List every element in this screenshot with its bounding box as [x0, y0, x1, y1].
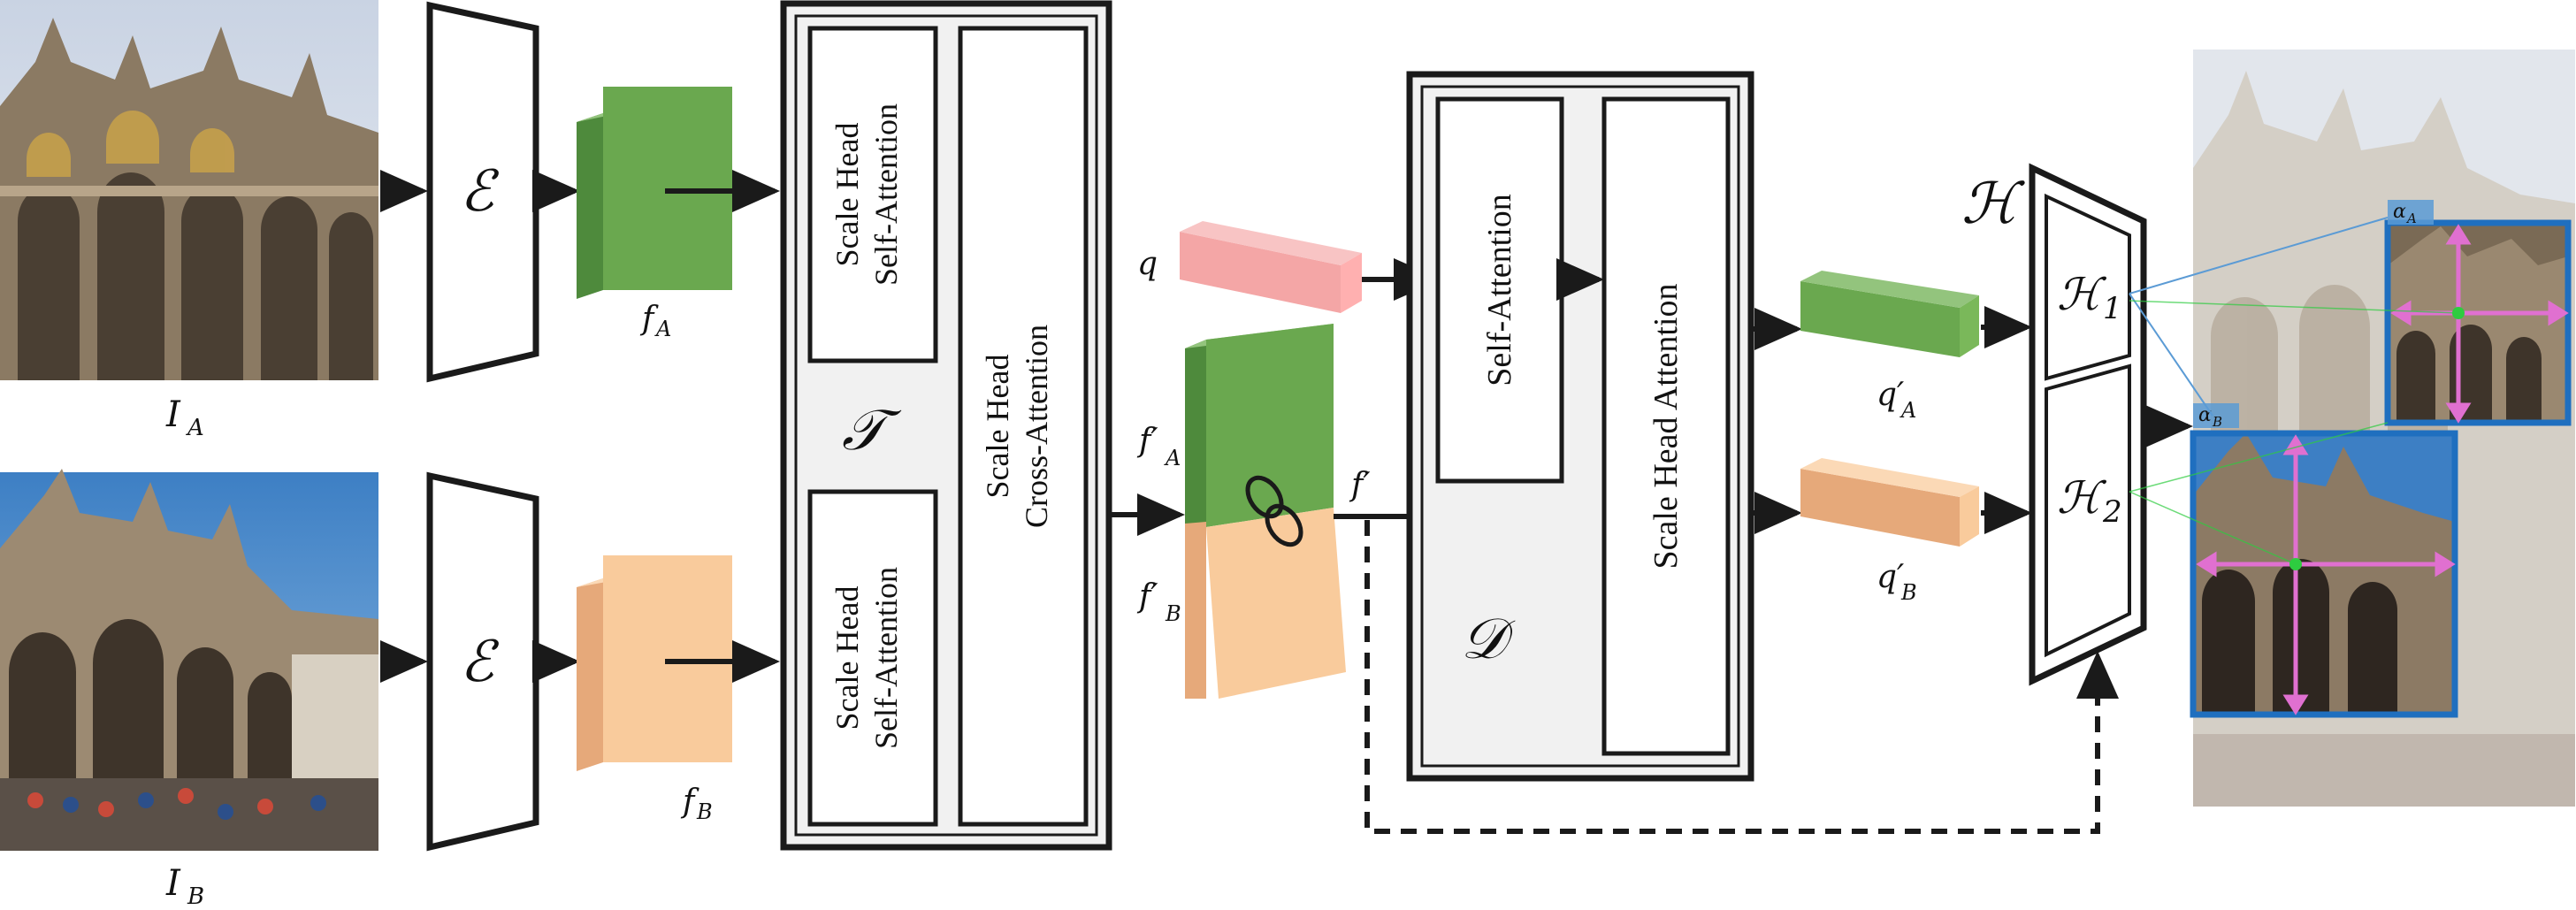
t-self-attn-top-line2: Self-Attention — [868, 103, 904, 286]
transformer-self-attention-top: Scale Head Self-Attention — [807, 26, 938, 363]
t-self-attn-bottom-line1: Scale Head — [829, 586, 865, 730]
fprime-b-label: f′ — [1136, 578, 1158, 615]
fprime-label: f′ — [1349, 467, 1371, 503]
fprime-a-label-sub: A — [1164, 446, 1181, 470]
decoder-scale-head-attention: Scale Head Attention — [1601, 96, 1731, 756]
d-self-attn-label: Self-Attention — [1481, 194, 1518, 386]
encoder-b-trapezoid — [426, 471, 539, 852]
connector-head2-keypoint-b — [2129, 491, 2297, 565]
fprime-a-segment — [1206, 324, 1334, 527]
alpha-b-label-sub: B — [2212, 414, 2222, 430]
t-cross-attn-line2: Cross-Attention — [1019, 325, 1054, 528]
query-b-prime-label-sub: B — [1900, 580, 1917, 605]
encoder-b-label: ℰ — [460, 630, 500, 695]
fprime-b-label-sub: B — [1165, 601, 1181, 626]
image-b — [0, 469, 378, 851]
dashed-skip-fprime-to-head — [1364, 520, 2119, 834]
d-scale-head-attn-label: Scale Head Attention — [1647, 284, 1685, 570]
head-2-block — [2045, 363, 2131, 658]
decoder-self-attention: Self-Attention — [1435, 96, 1564, 484]
alpha-a-label: α — [2393, 201, 2406, 223]
query-a-prime-bar — [1800, 271, 1979, 357]
query-a-prime-label-sub: A — [1900, 398, 1916, 423]
transformer-cross-attention: Scale Head Cross-Attention — [958, 26, 1089, 827]
image-a — [0, 0, 378, 380]
t-self-attn-bottom-line2: Self-Attention — [868, 567, 904, 749]
query-a-prime-label: q′ — [1877, 377, 1904, 413]
head-1-label: ℋ — [2057, 269, 2107, 320]
query-b-prime-bar — [1800, 458, 1979, 547]
head-1-block — [2045, 193, 2131, 381]
concat-chain-icon — [1245, 475, 1303, 547]
head-label: ℋ — [1961, 172, 2025, 237]
output-inset-a — [2384, 219, 2572, 426]
head-2-label-sub: 2 — [2102, 494, 2122, 530]
connector-head1-alpha-b — [2129, 293, 2213, 417]
alpha-a-badge — [2388, 200, 2434, 225]
image-b-label-sub: B — [187, 883, 204, 910]
fprime-stack — [1185, 324, 1346, 699]
image-b-label: I — [165, 863, 181, 904]
head-1-label-sub: 1 — [2103, 291, 2122, 326]
feature-fb-label-sub: B — [696, 799, 713, 824]
t-self-attn-top-line1: Scale Head — [829, 123, 865, 267]
alpha-a-label-sub: A — [2405, 210, 2417, 226]
alpha-b-badge — [2193, 403, 2239, 428]
image-a-label-sub: A — [186, 415, 204, 441]
feature-fa-label-sub: A — [654, 317, 671, 341]
connector-head1-alpha-a — [2129, 217, 2389, 294]
inset-b-scale-arrows — [2196, 434, 2456, 715]
encoder-a-label: ℰ — [460, 159, 500, 225]
output-inset-b — [2190, 430, 2458, 718]
fprime-a-label: f′ — [1136, 423, 1158, 459]
connector-head1-keypoint-a — [2129, 300, 2459, 314]
query-bar — [1180, 221, 1362, 313]
inset-a-scale-arrows — [2390, 224, 2569, 424]
head-2-label: ℋ — [2057, 472, 2107, 524]
query-label: q — [1137, 246, 1158, 282]
t-cross-attn-line1: Scale Head — [980, 355, 1015, 499]
fprime-b-segment — [1206, 508, 1346, 699]
image-a-label: I — [165, 394, 181, 435]
transformer-self-attention-bottom: Scale Head Self-Attention — [807, 489, 938, 827]
connector-head2-inset-a — [2129, 422, 2389, 493]
query-b-prime-label: q′ — [1877, 559, 1904, 595]
encoder-a-trapezoid — [426, 1, 539, 383]
alpha-b-label: α — [2198, 404, 2212, 426]
